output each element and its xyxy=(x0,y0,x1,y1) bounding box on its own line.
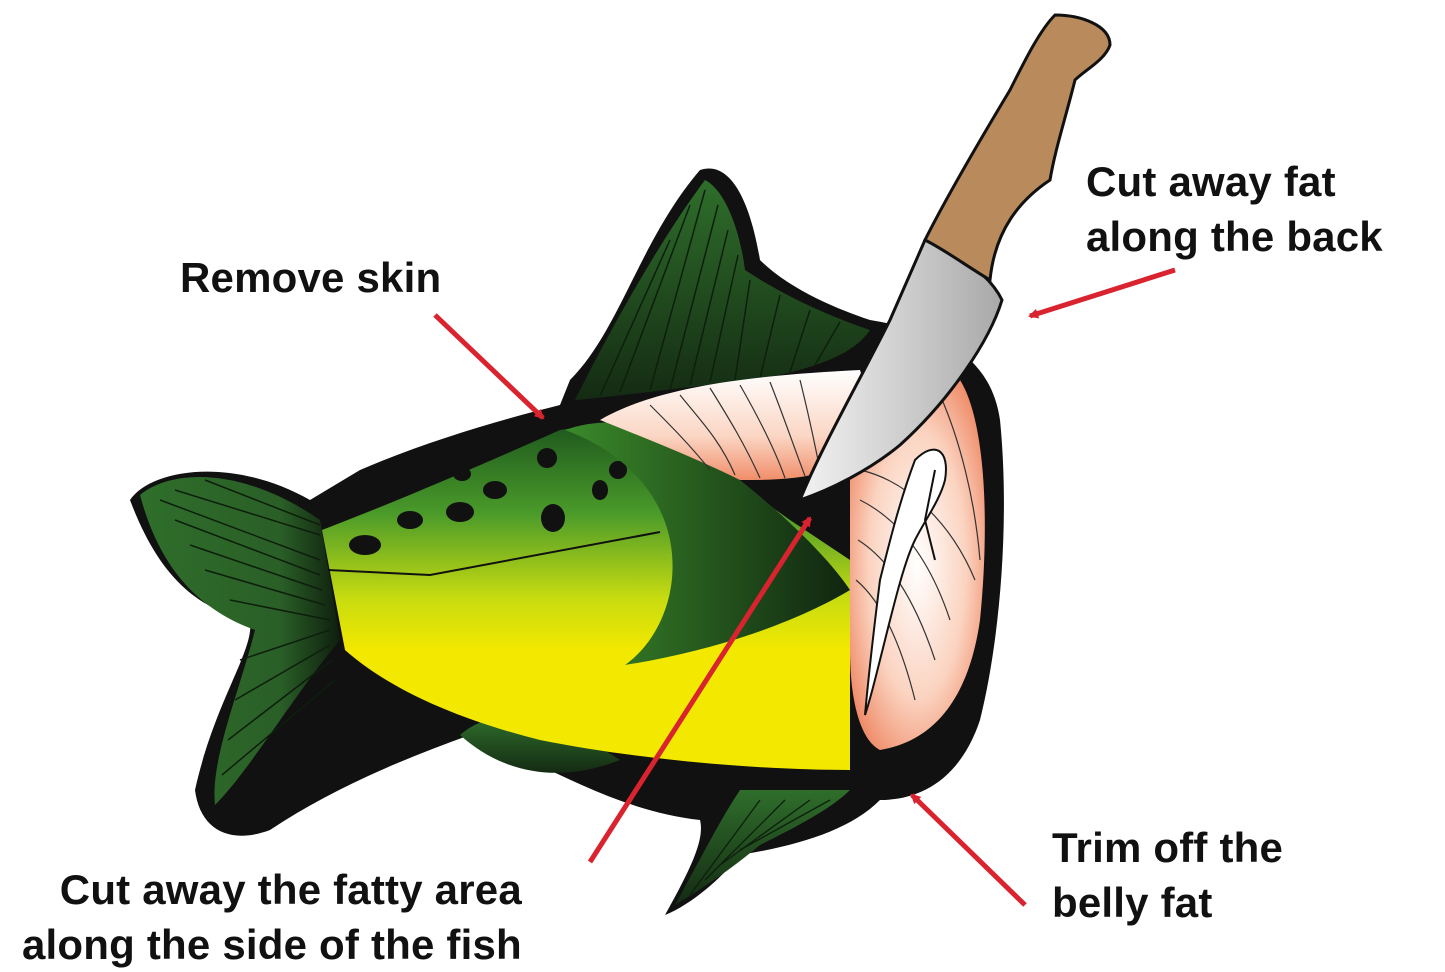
knife-handle xyxy=(925,15,1110,280)
label-side-fat-line1: Cut away the fatty area xyxy=(22,862,522,917)
label-belly-fat: Trim off the belly fat xyxy=(1052,820,1283,930)
label-side-fat: Cut away the fatty area along the side o… xyxy=(22,862,522,972)
label-back-fat: Cut away fat along the back xyxy=(1086,154,1383,264)
label-belly-fat-line2: belly fat xyxy=(1052,875,1283,930)
label-remove-skin-text: Remove skin xyxy=(180,250,441,305)
label-remove-skin: Remove skin xyxy=(180,250,441,305)
arrow-back-fat xyxy=(1030,270,1175,316)
label-belly-fat-line1: Trim off the xyxy=(1052,820,1283,875)
label-back-fat-line2: along the back xyxy=(1086,209,1383,264)
arrow-remove-skin xyxy=(435,315,543,418)
label-back-fat-line1: Cut away fat xyxy=(1086,154,1383,209)
arrow-belly-fat xyxy=(912,795,1025,905)
label-side-fat-line2: along the side of the fish xyxy=(22,917,522,972)
